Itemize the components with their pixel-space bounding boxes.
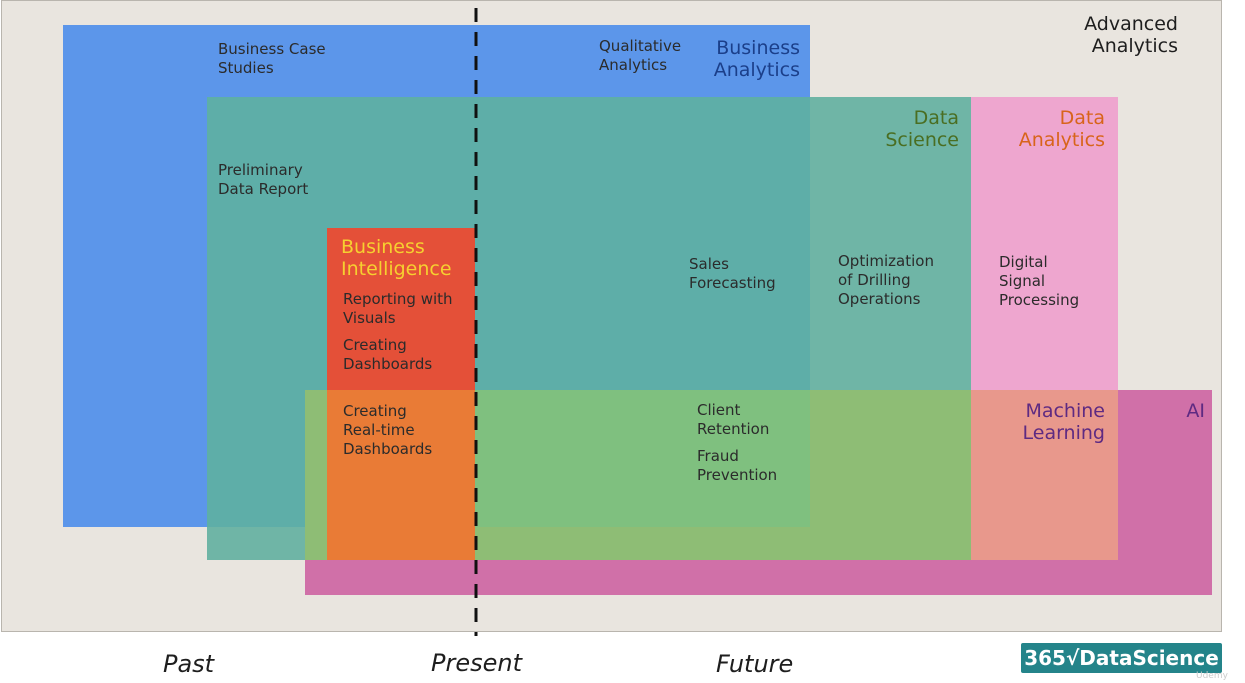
datascience-logo: 365√DataScience: [1021, 643, 1222, 673]
business-analytics-title: Business Analytics: [713, 37, 800, 81]
ai-title: AI: [1186, 400, 1205, 422]
client-retention-label: Client Retention: [697, 401, 770, 438]
qualitative-analytics-label: Qualitative Analytics: [599, 37, 682, 74]
advanced-analytics-title: Advanced Analytics: [1084, 13, 1178, 57]
fraud-prevention-label: Fraud Prevention: [697, 447, 778, 484]
business-case-studies-label: Business Case Studies: [218, 40, 326, 77]
business-intelligence-title: Business Intelligence: [341, 236, 452, 280]
optimization-drilling-label: Optimization of Drilling Operations: [838, 252, 934, 308]
business-intelligence-region: [327, 228, 475, 390]
reporting-with-visuals-label: Reporting with Visuals: [343, 290, 453, 327]
sales-forecasting-label: Sales Forecasting: [689, 255, 776, 292]
data-analytics-title: Data Analytics: [1018, 107, 1105, 151]
present-divider-line: [474, 8, 478, 636]
timeline-future-label: Future: [716, 650, 794, 678]
creating-dashboards-label: Creating Dashboards: [343, 336, 433, 373]
machine-learning-data-analytics-overlap: [971, 390, 1118, 560]
machine-learning-title: Machine Learning: [1022, 400, 1106, 444]
preliminary-data-report-label: Preliminary Data Report: [218, 161, 309, 198]
timeline-present-label: Present: [431, 649, 522, 677]
machine-learning-analytics-overlap: [475, 390, 810, 527]
udemy-watermark: Udemy: [1196, 671, 1228, 681]
business-intelligence-ml-overlap: [327, 390, 475, 560]
data-science-title: Data Science: [885, 107, 959, 151]
digital-signal-processing-label: Digital Signal Processing: [999, 253, 1080, 309]
timeline-past-label: Past: [163, 650, 215, 678]
creating-realtime-dashboards-label: Creating Real-time Dashboards: [343, 402, 433, 458]
